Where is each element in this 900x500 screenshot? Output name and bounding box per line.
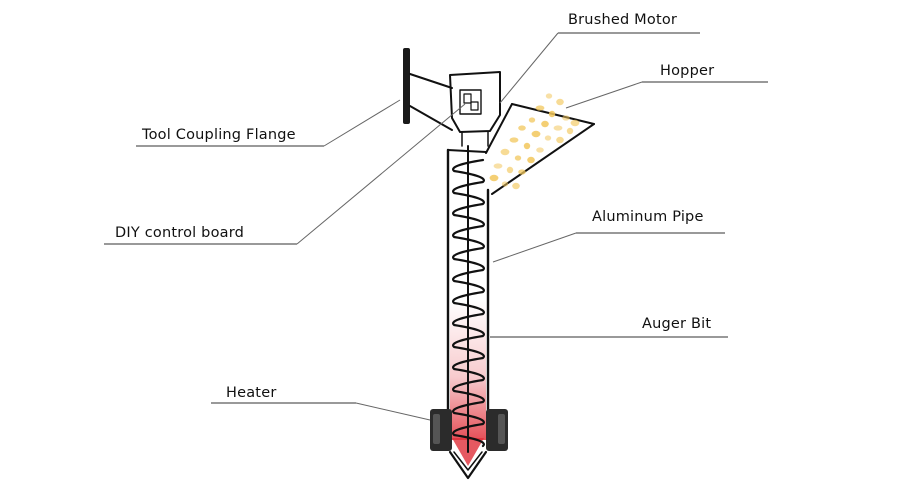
label-text: Heater — [226, 385, 276, 401]
pellet — [527, 156, 535, 164]
pellet — [562, 115, 570, 121]
tool-coupling-flange — [403, 48, 410, 124]
label-aluminum-pipe: Aluminum Pipe — [492, 209, 725, 263]
pellet — [541, 120, 549, 128]
pellet — [544, 135, 552, 141]
pellet — [514, 155, 522, 161]
pellet — [531, 130, 541, 138]
pellet — [512, 182, 520, 190]
label-tool-coupling-flange: Tool Coupling Flange — [136, 99, 401, 147]
label-heater: Heater — [211, 385, 431, 421]
pellet — [566, 127, 574, 135]
diy-control-board — [459, 89, 482, 115]
pellet — [556, 136, 564, 144]
mounting-bracket — [409, 73, 453, 131]
pellet — [518, 125, 526, 131]
heater — [430, 409, 508, 451]
label-text: Auger Bit — [642, 316, 711, 332]
pellet — [556, 98, 564, 106]
label-hopper: Hopper — [565, 63, 768, 109]
pellet — [570, 119, 580, 127]
pellet — [500, 148, 510, 156]
brushed-motor — [449, 71, 501, 147]
label-text: Aluminum Pipe — [592, 209, 704, 225]
pellet — [528, 117, 536, 123]
pellet — [535, 105, 545, 111]
label-text: Brushed Motor — [568, 12, 677, 28]
label-text: Hopper — [660, 63, 714, 79]
plastic-pellets — [489, 93, 580, 190]
pellet — [518, 169, 526, 175]
pellet — [553, 125, 563, 131]
label-brushed-motor: Brushed Motor — [499, 12, 700, 104]
label-text: DIY control board — [115, 225, 244, 241]
label-auger-bit: Auger Bit — [490, 316, 728, 338]
pellet — [536, 147, 544, 153]
pellet — [489, 174, 499, 182]
pellet — [509, 137, 519, 143]
pellet — [506, 166, 514, 174]
label-text: Tool Coupling Flange — [141, 127, 296, 143]
pellet — [523, 142, 531, 150]
pellet — [545, 93, 553, 99]
auger-bit — [452, 145, 485, 453]
nozzle — [448, 450, 488, 480]
label-diy-control-board: DIY control board — [104, 103, 466, 245]
pellet — [501, 181, 509, 187]
pellet — [548, 110, 556, 118]
pellet — [493, 163, 503, 169]
